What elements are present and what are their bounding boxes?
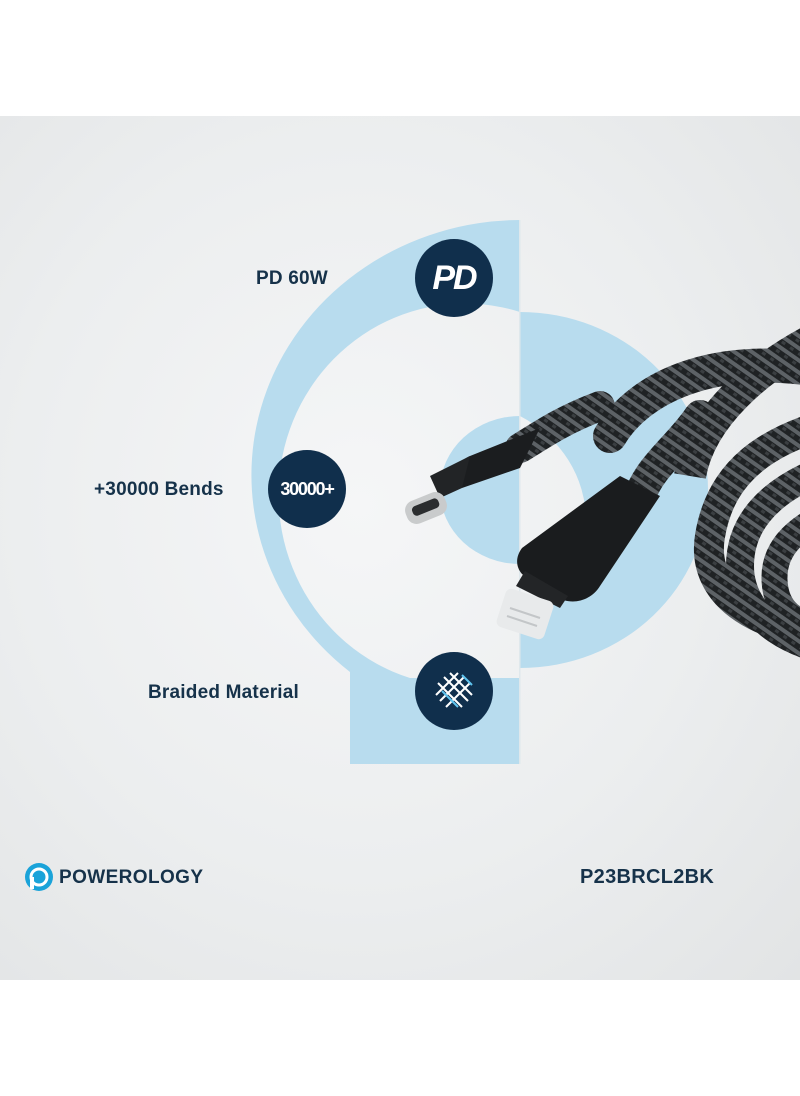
model-code: P23BRCL2BK (580, 866, 715, 888)
feature-label-braided: Braided Material (148, 682, 300, 703)
bends-badge-text: 30000+ (280, 478, 335, 499)
braided-mesh-icon (415, 652, 493, 730)
usb-c-connector (405, 391, 615, 524)
pd-icon: PD (415, 239, 493, 317)
powerology-logo-icon (25, 863, 53, 891)
feature-label-bends: +30000 Bends (94, 479, 224, 500)
brand-name: POWEROLOGY (59, 867, 204, 888)
mesh-glyph (435, 672, 473, 708)
feature-label-pd: PD 60W (256, 268, 328, 289)
lightning-connector (496, 400, 716, 640)
product-image-panel: PD 60W PD +30000 Bends 30000+ Braided Ma… (0, 116, 800, 980)
cable-coil (593, 328, 800, 658)
pd-badge-text: PD (432, 258, 477, 297)
product-illustration (251, 220, 800, 764)
bends-counter-icon: 30000+ (268, 450, 346, 528)
